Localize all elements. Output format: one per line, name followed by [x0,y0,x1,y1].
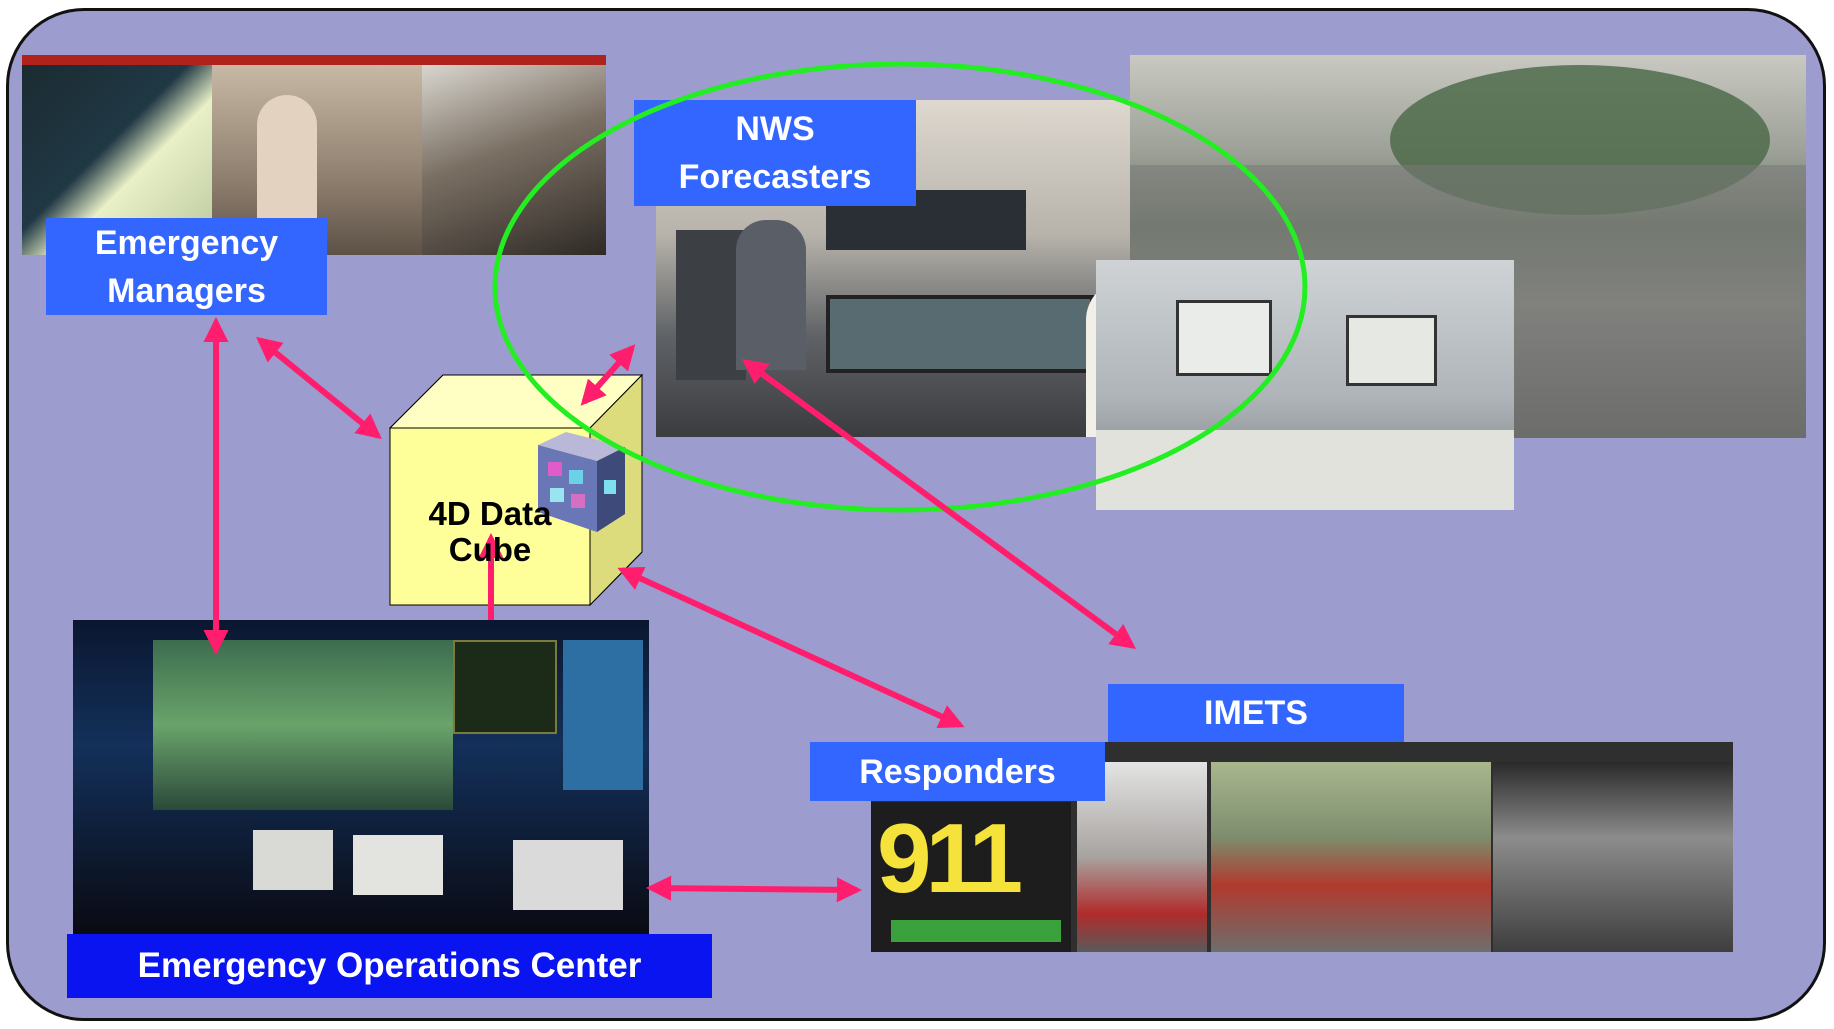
imets-label: IMETS [1108,684,1404,742]
nws-forecasters-label: NWS Forecasters [634,100,916,206]
badge-911: 911 [871,802,1071,952]
eoc-label: Emergency Operations Center [67,934,712,998]
arrow-managers-cube [256,336,382,440]
eoc-photo [73,620,649,934]
imets-workstation-photo [1096,260,1514,510]
rubiks-cube-icon [538,432,625,532]
cube-icon [388,373,644,607]
arrow-nws-imets [741,359,1137,649]
arrow-eoc-responders [645,875,863,903]
arrow-cube-nws [580,344,636,406]
emergency-managers-label: Emergency Managers [46,218,327,315]
arrow-cube-responders [617,566,965,729]
data-cube-label: 4D Data Cube [428,495,552,568]
responders-label: Responders [810,742,1105,801]
